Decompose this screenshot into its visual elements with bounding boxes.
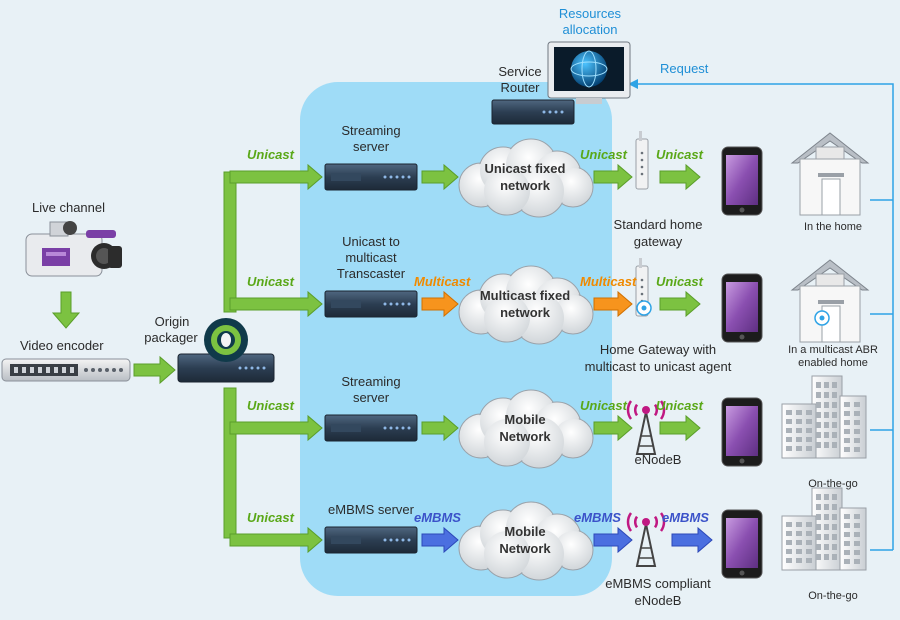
gateway-label: Standard home xyxy=(613,217,703,232)
rack-server-icon xyxy=(324,526,418,554)
server-label: Transcaster xyxy=(336,266,406,281)
cloud-icon xyxy=(458,138,594,218)
video-encoder-label: Video encoder xyxy=(20,338,104,353)
server-to-cloud-arrow xyxy=(421,163,459,191)
branch-arrow xyxy=(229,526,323,554)
request-line xyxy=(630,83,894,551)
in-protocol-label: Unicast xyxy=(247,147,294,162)
branch-arrow xyxy=(229,414,323,442)
server-label: Unicast to xyxy=(342,234,400,249)
router-icon xyxy=(635,131,649,190)
gateway-out-protocol-label: eMBMS xyxy=(662,510,709,525)
cloud-icon xyxy=(458,389,594,469)
in-protocol-label: Unicast xyxy=(247,274,294,289)
server-label: server xyxy=(352,390,390,405)
gateway-label: eNodeB xyxy=(634,452,682,467)
gateway-to-phone-arrow xyxy=(671,526,713,554)
destination-label: On-the-go xyxy=(808,478,858,490)
cloud-icon xyxy=(458,265,594,345)
cloud-icon xyxy=(458,501,594,581)
gateway-label: multicast to unicast agent xyxy=(584,359,732,374)
destination-label: enabled home xyxy=(798,357,868,369)
server-label: Streaming xyxy=(341,123,401,138)
smartphone-icon xyxy=(721,273,763,343)
cloud-label: Mobile xyxy=(504,524,546,539)
cell-tower-icon xyxy=(626,400,666,455)
server-label: server xyxy=(352,139,390,154)
gateway-out-protocol-label: Unicast xyxy=(656,398,703,413)
rack-server-icon xyxy=(324,414,418,442)
cloud-to-gateway-arrow xyxy=(593,414,633,442)
office-building-icon xyxy=(781,487,867,571)
resources-label-1: Resources xyxy=(558,6,622,21)
gateway-to-phone-arrow xyxy=(659,414,701,442)
origin-packager-label-1: Origin xyxy=(154,314,190,329)
server-to-cloud-arrow xyxy=(421,414,459,442)
gateway-out-protocol-label: Unicast xyxy=(656,274,703,289)
smartphone-icon xyxy=(721,397,763,467)
cloud-label: network xyxy=(500,178,550,193)
encoder-rack-icon xyxy=(1,358,131,382)
house-icon xyxy=(790,259,870,343)
resources-label-2: allocation xyxy=(562,22,618,37)
server-to-cloud-arrow xyxy=(421,290,459,318)
gateway-to-phone-arrow xyxy=(659,163,701,191)
origin-packager-icon xyxy=(177,318,275,383)
in-protocol-label: Unicast xyxy=(247,510,294,525)
gateway-in-protocol-label: eMBMS xyxy=(574,510,621,525)
gateway-in-protocol-label: Multicast xyxy=(580,274,637,289)
smartphone-icon xyxy=(721,509,763,579)
cloud-label: Mobile xyxy=(504,412,546,427)
in-protocol-label: Unicast xyxy=(247,398,294,413)
server-label: multicast xyxy=(345,250,397,265)
live-channel-label: Live channel xyxy=(32,200,105,215)
request-label: Request xyxy=(660,61,709,76)
video-camera-icon xyxy=(25,221,122,277)
cell-tower-icon xyxy=(626,512,666,567)
cloud-label: Multicast fixed xyxy=(479,288,571,303)
globe-monitor-icon xyxy=(547,41,631,104)
request-arrow-head xyxy=(628,79,638,89)
branch-arrow xyxy=(229,163,323,191)
branch-arrow xyxy=(229,290,323,318)
gateway-to-phone-arrow xyxy=(659,290,701,318)
service-router-label-1: Service xyxy=(498,64,542,79)
cloud-label: Unicast fixed xyxy=(484,161,566,176)
rack-server-icon xyxy=(324,290,418,318)
cloud-label: Network xyxy=(499,429,551,444)
server-to-cloud-arrow xyxy=(421,526,459,554)
gateway-label: eMBMS compliant xyxy=(605,576,711,591)
office-building-icon xyxy=(781,375,867,459)
router-agent-icon xyxy=(635,258,652,317)
house-icon xyxy=(790,132,870,216)
cloud-label: network xyxy=(500,305,550,320)
gateway-label: Home Gateway with xyxy=(599,342,717,357)
rack-server-icon xyxy=(324,163,418,191)
gateway-label: eNodeB xyxy=(634,593,682,608)
arrow-down xyxy=(51,291,81,329)
server-label: eMBMS server xyxy=(328,502,414,517)
cloud-to-gateway-arrow xyxy=(593,526,633,554)
destination-label: In the home xyxy=(803,221,863,233)
destination-label: In a multicast ABR xyxy=(788,344,878,356)
cloud-label: Network xyxy=(499,541,551,556)
smartphone-icon xyxy=(721,146,763,216)
destination-label: On-the-go xyxy=(808,590,858,602)
gateway-out-protocol-label: Unicast xyxy=(656,147,703,162)
service-router-label-2: Router xyxy=(500,80,540,95)
server-label: Streaming xyxy=(341,374,401,389)
gateway-in-protocol-label: Unicast xyxy=(580,398,627,413)
origin-packager-label-2: packager xyxy=(144,330,198,345)
gateway-in-protocol-label: Unicast xyxy=(580,147,627,162)
cloud-to-gateway-arrow xyxy=(593,163,633,191)
arrow-right xyxy=(133,355,176,385)
gateway-label: gateway xyxy=(633,234,683,249)
network-protocol-label: eMBMS xyxy=(414,510,461,525)
cloud-to-gateway-arrow xyxy=(593,290,633,318)
network-protocol-label: Multicast xyxy=(414,274,471,289)
service-router-icon xyxy=(491,99,575,125)
